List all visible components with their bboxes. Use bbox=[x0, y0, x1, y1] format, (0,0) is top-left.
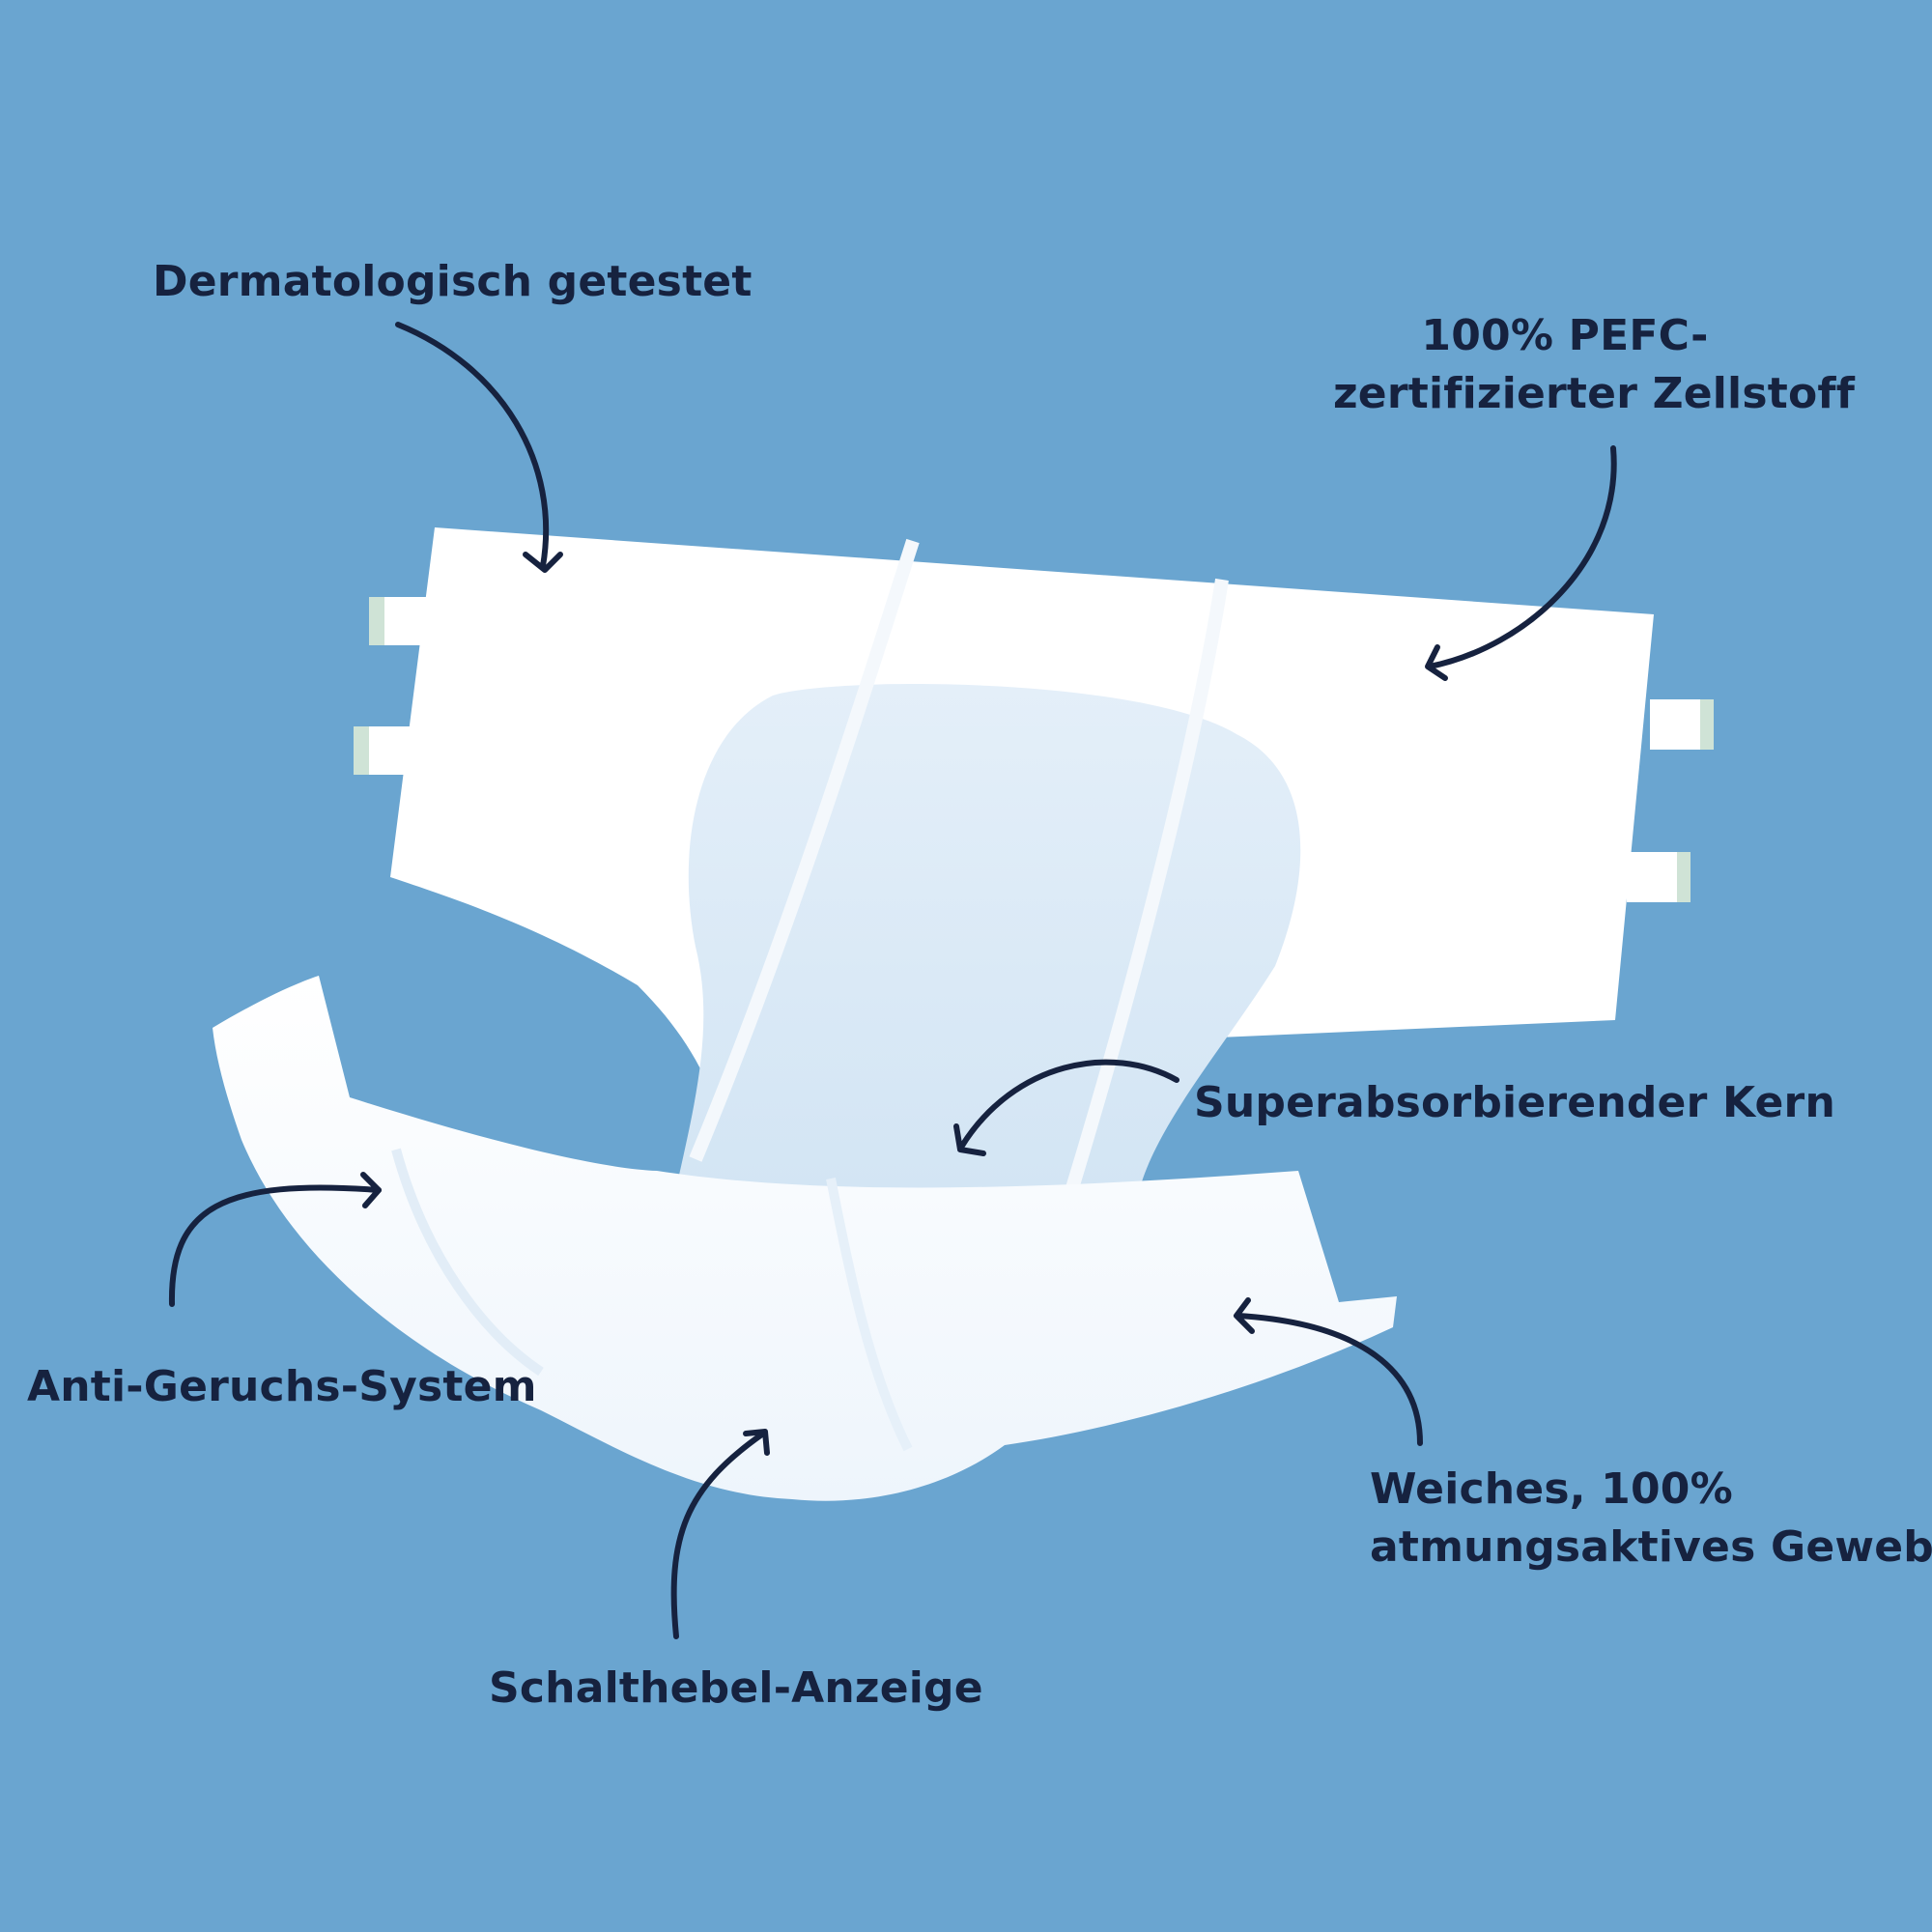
arrow-pefc-icon bbox=[1425, 445, 1617, 681]
tab-left-lower-icon bbox=[354, 726, 415, 775]
tab-right-lower-icon bbox=[1627, 852, 1690, 902]
left-leg-cuff-icon bbox=[689, 538, 920, 1162]
label-core: Superabsorbierender Kern bbox=[1194, 1074, 1835, 1132]
label-odor-text: Anti-Geruchs-System bbox=[27, 1362, 537, 1411]
front-panel-icon bbox=[213, 976, 1397, 1501]
tab-left-upper-icon bbox=[369, 597, 431, 645]
label-odor: Anti-Geruchs-System bbox=[27, 1358, 537, 1416]
label-pefc-line1: 100% PEFC- bbox=[1421, 311, 1709, 360]
arrow-fabric-icon bbox=[1234, 1297, 1423, 1446]
arrow-core-icon bbox=[953, 1059, 1179, 1156]
label-fabric: Weiches, 100% atmungsaktives Gewebe bbox=[1370, 1461, 1932, 1577]
label-dermatological-text: Dermatologisch getestet bbox=[153, 257, 753, 306]
label-fabric-line2: atmungsaktives Gewebe bbox=[1370, 1522, 1932, 1572]
tab-right-upper-icon bbox=[1650, 699, 1714, 750]
label-core-text: Superabsorbierender Kern bbox=[1194, 1078, 1835, 1127]
label-pefc: 100% PEFC- zertifizierter Zellstoff bbox=[1333, 307, 1856, 423]
arrow-dermatological-icon bbox=[395, 322, 563, 573]
arrow-odor-icon bbox=[168, 1172, 382, 1307]
label-dermatological: Dermatologisch getestet bbox=[153, 253, 753, 311]
right-leg-cuff-icon bbox=[1065, 578, 1229, 1191]
label-indicator-text: Schalthebel-Anzeige bbox=[489, 1663, 983, 1713]
label-indicator: Schalthebel-Anzeige bbox=[489, 1660, 983, 1718]
label-fabric-line1: Weiches, 100% bbox=[1370, 1464, 1733, 1514]
arrow-indicator-icon bbox=[670, 1429, 770, 1639]
label-pefc-line2: zertifizierter Zellstoff bbox=[1333, 369, 1856, 418]
